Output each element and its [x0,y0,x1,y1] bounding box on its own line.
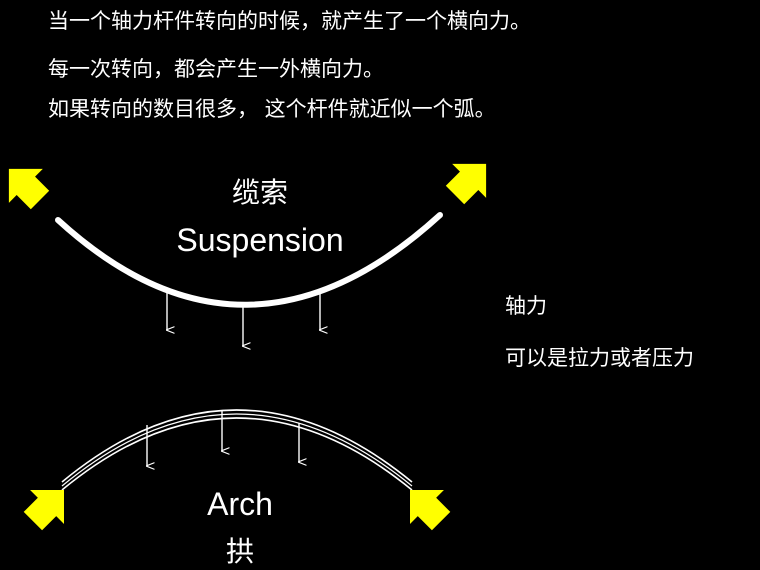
intro-line-2: 每一次转向，都会产生一外横向力。 [48,57,384,81]
intro-line-1: 当一个轴力杆件转向的时候，就产生了一个横向力。 [48,9,531,33]
arch-curve [61,409,413,491]
arch-label-en: Arch [207,486,273,522]
intro-line-3: 如果转向的数目很多， 这个杆件就近似一个弧。 [48,97,496,121]
side-note-tension-or-compression: 可以是拉力或者压力 [505,346,694,370]
arch-label-cn: 拱 [225,535,254,568]
arch-left-compression-arrow [23,490,64,531]
suspension-cable [55,212,443,308]
suspension-label-cn: 缆索 [231,176,288,209]
suspension-right-tension-arrow [445,163,487,205]
arch-right-compression-arrow [410,490,451,531]
suspension-label-en: Suspension [176,222,344,258]
side-note-axial-force: 轴力 [505,294,547,318]
suspension-left-tension-arrow [8,168,50,210]
